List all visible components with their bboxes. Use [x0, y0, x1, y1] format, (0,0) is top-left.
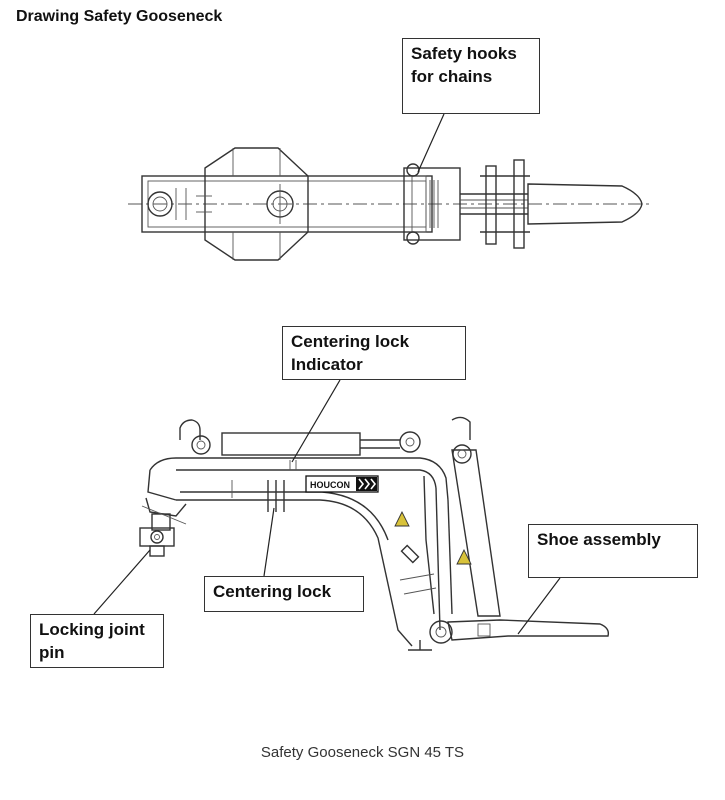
drawing-title: Drawing Safety Gooseneck [16, 8, 223, 25]
houcon-logo: HOUCON [305, 475, 379, 493]
leader-shoe-assembly [517, 577, 561, 635]
callout-safety-hooks: Safety hooks for chains [402, 38, 540, 114]
leader-safety-hooks [417, 113, 445, 173]
callout-centering-lock-indicator: Centering lock Indicator [282, 326, 466, 380]
leader-locking-joint-pin [93, 549, 151, 615]
leader-centering-lock [263, 507, 275, 577]
top-view [128, 147, 650, 261]
leader-centering-lock-indicator [291, 379, 341, 463]
figure-caption: Safety Gooseneck SGN 45 TS [260, 744, 465, 761]
logo-text: HOUCON [310, 480, 350, 490]
side-view [139, 416, 610, 651]
callout-locking-joint-pin: Locking joint pin [30, 614, 164, 668]
callout-centering-lock: Centering lock [204, 576, 364, 612]
callout-shoe-assembly: Shoe assembly [528, 524, 698, 578]
